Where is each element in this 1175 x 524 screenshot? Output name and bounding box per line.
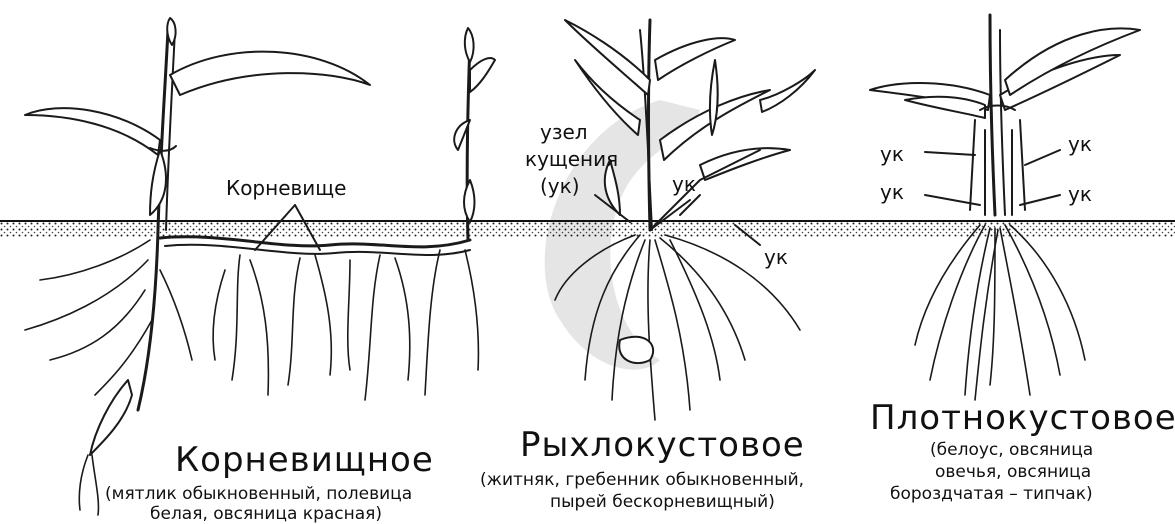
tillering-node-label-line2: кущения	[525, 147, 618, 171]
uk-label-dense-bottom-right: ук	[1068, 182, 1092, 206]
soil-surface-band	[0, 221, 1175, 237]
group-title-loose-bush: Рыхлокустовое	[520, 425, 805, 465]
uk-label-dense-bottom-left: ук	[880, 180, 904, 204]
uk-label-loose-1: ук	[672, 172, 696, 196]
group-desc-rhizomatous-line2: белая, овсяница красная)	[150, 504, 382, 524]
group-desc-loose-bush-line1: (житняк, гребенник обыкновенный,	[480, 470, 804, 490]
group-desc-dense-bush-line1: (белоус, овсяница	[930, 440, 1093, 460]
group-desc-dense-bush-line2: овечья, овсяница	[935, 462, 1091, 482]
uk-label-dense-top-left: ук	[880, 142, 904, 166]
tillering-node-label-line3: (ук)	[540, 174, 580, 198]
group-desc-rhizomatous-line1: (мятлик обыкновенный, полевица	[105, 484, 412, 504]
uk-label-dense-top-right: ук	[1068, 132, 1092, 156]
rhizome-label: Корневище	[226, 176, 346, 200]
group-desc-dense-bush-line3: бороздчатая – типчак)	[890, 484, 1093, 504]
group-desc-loose-bush-line2: пырей бескорневищный)	[550, 492, 775, 512]
dense-bush-plant	[870, 15, 1140, 400]
group-title-dense-bush: Плотнокустовое	[870, 398, 1175, 438]
group-title-rhizomatous: Корневищное	[175, 440, 434, 480]
tillering-node-label-line1: узел	[540, 120, 588, 144]
uk-label-loose-2: ук	[764, 245, 788, 269]
